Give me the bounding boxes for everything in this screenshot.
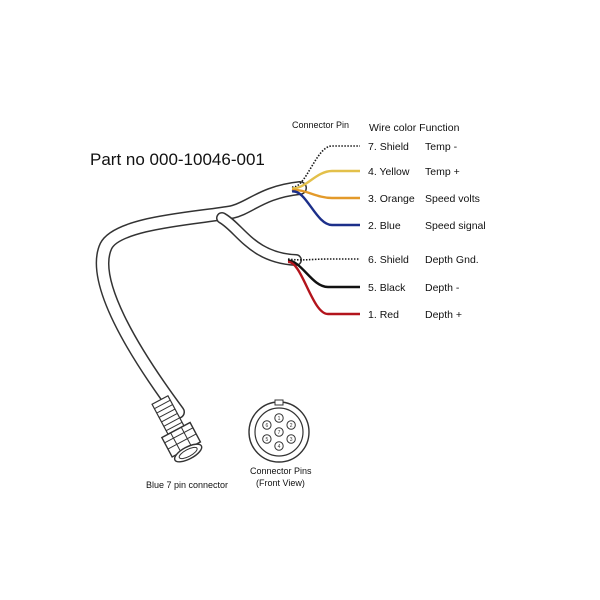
wire-function: Depth + <box>425 309 462 321</box>
wire-pin-number: 7. <box>368 141 380 153</box>
wire-pin-number: 4. <box>368 166 379 178</box>
wire-yellow-4 <box>291 169 360 190</box>
pin-socket-4 <box>274 441 284 451</box>
wire-pin-number: 5. <box>368 282 380 294</box>
wire-color-name: Yellow <box>379 166 409 178</box>
wire-function: Depth - <box>425 282 460 294</box>
wire-function: Speed volts <box>425 193 480 205</box>
wire-pin-number: 2. <box>368 220 380 232</box>
wire-color-name: Red <box>380 309 399 321</box>
wire-blue-2 <box>291 190 360 227</box>
pin-number-6: 6 <box>265 423 268 429</box>
pin-number-3: 3 <box>290 437 293 443</box>
pin-number-5: 5 <box>265 437 268 443</box>
wire-group <box>287 145 360 316</box>
wire-label-pin-7: 7. Shield Temp - <box>368 141 458 153</box>
main-cable-fill <box>97 182 306 418</box>
pin-socket-5 <box>262 434 272 444</box>
pin-socket-3 <box>286 434 296 444</box>
wire-label-pin-1: 1. Red Depth + <box>368 309 462 321</box>
connector-pins-front-view: 1 2 3 4 5 6 7 <box>248 399 310 463</box>
wire-label-pin-2: 2. Blue Speed signal <box>368 220 486 232</box>
wire-color-name: Shield <box>380 254 409 266</box>
pin-socket-1 <box>274 413 284 423</box>
wire-pin-number: 6. <box>368 254 380 266</box>
wire-orange-3 <box>291 188 360 200</box>
wire-pin-number: 3. <box>368 193 380 205</box>
pin-number-4: 4 <box>278 444 281 450</box>
wire-shield-7 <box>291 145 360 188</box>
part-number: Part no 000-10046-001 <box>90 150 265 169</box>
wire-color-name: Black <box>380 282 406 294</box>
wire-color-name: Blue <box>380 220 401 232</box>
wire-shield-6 <box>287 258 360 261</box>
pin-number-2: 2 <box>290 423 293 429</box>
wire-function: Temp - <box>425 141 458 153</box>
blue-connector-plug <box>151 394 203 463</box>
wire-black-5 <box>287 259 360 289</box>
connector-caption: Blue 7 pin connector <box>146 480 228 490</box>
lower-branch-fill <box>217 213 301 265</box>
wire-red-1 <box>287 260 360 316</box>
wire-label-pin-6: 6. Shield Depth Gnd. <box>368 254 479 266</box>
pin-socket-6 <box>262 420 272 430</box>
pins-caption-line2: (Front View) <box>256 478 305 488</box>
wire-function: Temp + <box>425 166 460 178</box>
wire-label-pin-3: 3. Orange Speed volts <box>368 193 480 205</box>
wire-label-pin-4: 4. Yellow Temp + <box>368 166 460 178</box>
pin-socket-7 <box>274 427 284 437</box>
header-connector-pin: Connector Pin <box>292 120 349 130</box>
pins-caption-line1: Connector Pins <box>250 466 312 476</box>
wire-function: Depth Gnd. <box>425 254 479 266</box>
header-wire-color-function: Wire color Function <box>369 122 460 134</box>
wire-color-name: Shield <box>380 141 409 153</box>
wire-function: Speed signal <box>425 220 486 232</box>
wire-label-pin-5: 5. Black Depth - <box>368 282 460 294</box>
pin-number-7: 7 <box>278 430 281 436</box>
pin-number-1: 1 <box>278 416 281 422</box>
wire-color-name: Orange <box>380 193 415 205</box>
wire-pin-number: 1. <box>368 309 380 321</box>
pin-socket-2 <box>286 420 296 430</box>
